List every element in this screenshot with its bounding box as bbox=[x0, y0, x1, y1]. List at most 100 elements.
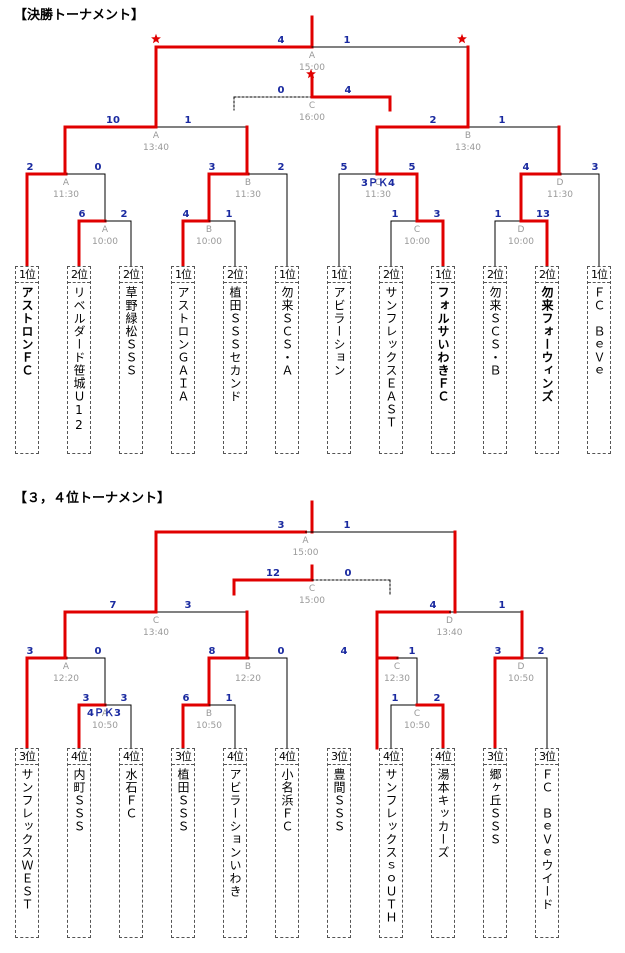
team-box: 2位リベルダード笹城Ｕ12 bbox=[67, 266, 91, 454]
team-name: 勿来フォーウィンズ bbox=[540, 286, 554, 403]
team-box: 1位勿来ＳＣＳ・Ａ bbox=[275, 266, 299, 454]
score-left: 1 bbox=[392, 209, 399, 220]
team-box: 2位草野緑松ＳＳＳ bbox=[119, 266, 143, 454]
score-left: 10 bbox=[106, 115, 120, 126]
score-right: 13 bbox=[536, 209, 550, 220]
team-name: サンフレックスｓｏＵＴＨ bbox=[384, 768, 398, 924]
score-left: 3 bbox=[27, 646, 34, 657]
team-box: 2位植田ＳＳＳセカンド bbox=[223, 266, 247, 454]
score-left: 12 bbox=[266, 568, 280, 579]
venue-label: A bbox=[309, 51, 316, 61]
venue-label: D bbox=[518, 225, 525, 235]
team-name: 勿来ＳＣＳ・Ｂ bbox=[488, 286, 502, 377]
team-box: 4位水石ＦＣ bbox=[119, 748, 143, 938]
team-name: アビラーションいわき bbox=[228, 768, 242, 898]
third-place-tournament-title: 【３，４位トーナメント】 bbox=[14, 491, 171, 506]
team-rank: 4位 bbox=[120, 749, 142, 765]
team-name: サンフレックスＥＡＳＴ bbox=[384, 286, 398, 429]
team-name: 植田ＳＳＳセカンド bbox=[228, 286, 242, 403]
venue-label: D bbox=[518, 662, 525, 672]
score-left: 4 bbox=[430, 600, 437, 611]
score-left: 7 bbox=[110, 600, 117, 611]
score-right: 2 bbox=[434, 693, 441, 704]
venue-label: B bbox=[206, 709, 212, 719]
score-right: 3 bbox=[121, 693, 128, 704]
match-time: 10:50 bbox=[404, 721, 430, 731]
match-time: 11:30 bbox=[547, 190, 573, 200]
team-name: 草野緑松ＳＳＳ bbox=[124, 286, 138, 377]
team-box: 4位アビラーションいわき bbox=[223, 748, 247, 938]
score-right: 0 bbox=[95, 646, 102, 657]
team-name: 湯本キッカーズ bbox=[436, 768, 450, 859]
venue-label: B bbox=[465, 131, 471, 141]
match-time: 12:20 bbox=[53, 674, 79, 684]
team-name: アストロンＧＡＩＡ bbox=[176, 286, 190, 403]
score-left: 3 bbox=[209, 162, 216, 173]
venue-label: C bbox=[309, 101, 315, 111]
score-left: 1 bbox=[392, 693, 399, 704]
match-time: 10:00 bbox=[508, 237, 534, 247]
team-box: 3位郷ヶ丘ＳＳＳ bbox=[483, 748, 507, 938]
team-box: 2位勿来ＳＣＳ・Ｂ bbox=[483, 266, 507, 454]
team-box: 3位豊間ＳＳＳ bbox=[327, 748, 351, 938]
score-right: 3 bbox=[434, 209, 441, 220]
match-time: 10:50 bbox=[196, 721, 222, 731]
team-box: 2位勿来フォーウィンズ bbox=[535, 266, 559, 454]
score-right: 2 bbox=[121, 209, 128, 220]
score-right: 5 bbox=[409, 162, 416, 173]
team-name: アビラーション bbox=[332, 286, 346, 377]
venue-label: C bbox=[414, 709, 420, 719]
match-time: 16:00 bbox=[299, 113, 325, 123]
match-time: 10:00 bbox=[404, 237, 430, 247]
score-right: 3 bbox=[185, 600, 192, 611]
team-name: リベルダード笹城Ｕ12 bbox=[72, 286, 86, 433]
match-time: 10:50 bbox=[508, 674, 534, 684]
team-box: 4位サンフレックスｓｏＵＴＨ bbox=[379, 748, 403, 938]
team-box: 4位内町ＳＳＳ bbox=[67, 748, 91, 938]
team-rank: 4位 bbox=[276, 749, 298, 765]
match-time: 10:00 bbox=[92, 237, 118, 247]
team-rank: 2位 bbox=[68, 267, 90, 283]
score-right: 2 bbox=[278, 162, 285, 173]
team-name: 小名浜ＦＣ bbox=[280, 768, 294, 833]
venue-label: C bbox=[414, 225, 420, 235]
score-left: 3 bbox=[495, 646, 502, 657]
score-right: 1 bbox=[344, 520, 351, 531]
venue-label: B bbox=[245, 662, 251, 672]
score-right: 1 bbox=[185, 115, 192, 126]
score-left: 2 bbox=[430, 115, 437, 126]
venue-label: A bbox=[302, 536, 309, 546]
venue-label: C bbox=[394, 662, 400, 672]
match-time: 11:30 bbox=[53, 190, 79, 200]
venue-label: A bbox=[63, 178, 70, 188]
team-rank: 2位 bbox=[484, 267, 506, 283]
pk-label: 3ＰＫ4 bbox=[361, 177, 395, 189]
score-left: 1 bbox=[495, 209, 502, 220]
venue-label: A bbox=[63, 662, 70, 672]
match-time: 13:40 bbox=[455, 143, 481, 153]
score-left: 5 bbox=[341, 162, 348, 173]
venue-label: C bbox=[375, 178, 381, 188]
venue-label: D bbox=[446, 616, 453, 626]
team-box: 1位アストロンＧＡＩＡ bbox=[171, 266, 195, 454]
score-left: 6 bbox=[183, 693, 190, 704]
team-rank: 2位 bbox=[536, 267, 558, 283]
team-rank: 1位 bbox=[588, 267, 610, 283]
score-right: 0 bbox=[95, 162, 102, 173]
team-rank: 1位 bbox=[328, 267, 350, 283]
match-time: 15:00 bbox=[299, 596, 325, 606]
star-icon bbox=[457, 33, 467, 44]
venue-label: A bbox=[102, 709, 109, 719]
match-time: 11:30 bbox=[365, 190, 391, 200]
team-name: 郷ヶ丘ＳＳＳ bbox=[488, 768, 502, 846]
team-name: 豊間ＳＳＳ bbox=[332, 768, 346, 833]
team-box: 2位サンフレックスＥＡＳＴ bbox=[379, 266, 403, 454]
team-rank: 2位 bbox=[224, 267, 246, 283]
venue-label: B bbox=[245, 178, 251, 188]
team-rank: 1位 bbox=[16, 267, 38, 283]
match-time: 10:00 bbox=[196, 237, 222, 247]
score-left: 4 bbox=[523, 162, 530, 173]
team-box: 4位小名浜ＦＣ bbox=[275, 748, 299, 938]
